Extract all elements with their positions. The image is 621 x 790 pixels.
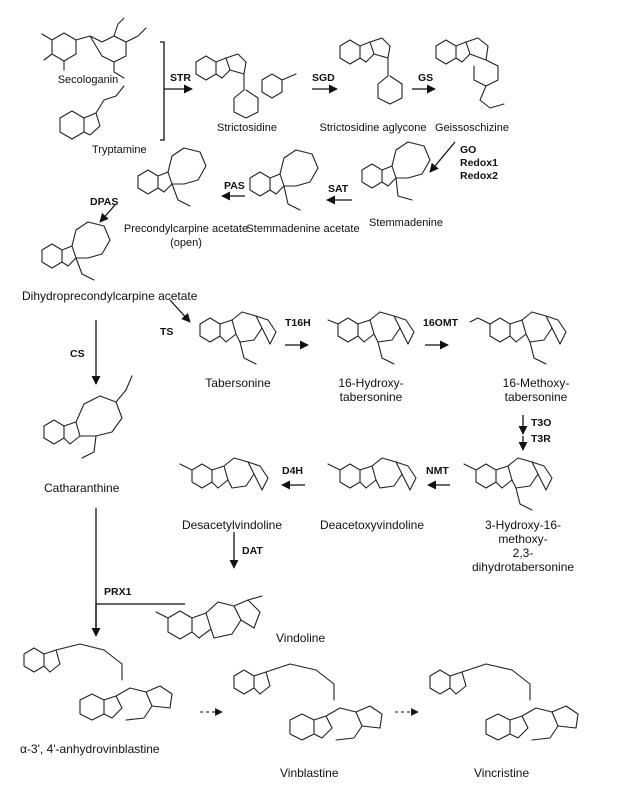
- str-bracket: [160, 41, 165, 141]
- label-16-methoxytabersonine: 16-Methoxy- tabersonine: [502, 376, 570, 404]
- label-deacetoxyvindoline: Deacetoxyvindoline: [319, 518, 425, 532]
- label-catharanthine: Catharanthine: [44, 481, 120, 495]
- structure-16-methoxytabersonine: [469, 311, 567, 365]
- enzyme-sat: SAT: [328, 183, 349, 195]
- label-dihydroprecondylcarpine-acetate: Dihydroprecondylcarpine acetate: [22, 289, 198, 303]
- structure-16-hydroxytabersonine: [327, 311, 415, 365]
- structure-vinblastine: [233, 663, 383, 741]
- structure-stemmadenine: [361, 141, 431, 201]
- structure-anhydrovinblastine: [23, 643, 173, 721]
- structure-vindoline: [155, 595, 263, 640]
- label-16-hydroxytabersonine: 16-Hydroxy- tabersonine: [338, 376, 404, 404]
- label-anhydrovinblastine: α-3', 4'-anhydrovinblastine: [20, 742, 160, 756]
- structure-secologanin: [41, 17, 147, 79]
- reaction-arrows: [91, 41, 528, 716]
- enzyme-nmt: NMT: [426, 465, 449, 477]
- enzyme-t16h: T16H: [285, 317, 311, 329]
- label-desacetylvindoline: Desacetylvindoline: [181, 518, 283, 532]
- enzyme-cs: CS: [70, 348, 85, 360]
- arrow-go-redox: [429, 141, 456, 173]
- structure-deacetoxyvindoline: [327, 457, 417, 491]
- label-stemmadenine-acetate: Stemmadenine acetate: [246, 223, 360, 235]
- structure-strictosidine-aglycone: [339, 37, 403, 105]
- enzyme-gs: GS: [418, 72, 434, 84]
- label-3-hydroxy-16-methoxy-2-3-dihydrotabersonine: 3-Hydroxy-16-methoxy- 2,3-dihydrotaberso…: [471, 518, 575, 574]
- label-precondylcarpine-acetate: Precondylcarpine acetate (open): [123, 223, 249, 249]
- label-strictosidine: Strictosidine: [217, 122, 277, 134]
- label-tabersonine: Tabersonine: [205, 376, 271, 390]
- enzyme-pas: PAS: [224, 180, 245, 192]
- structure-desacetylvindoline: [179, 457, 269, 491]
- label-strictosidine-aglycone: Strictosidine aglycone: [319, 122, 427, 134]
- structure-strictosidine: [195, 53, 297, 119]
- structure-dihydroprecondylcarpine-acetate: [41, 221, 111, 281]
- enzyme-t3r: T3R: [531, 433, 551, 445]
- structure-geissoschizine: [435, 37, 505, 109]
- structure-stemmadenine-acetate: [249, 149, 319, 211]
- arrow-dpas: [99, 204, 116, 223]
- enzyme-16omt: 16OMT: [423, 317, 459, 329]
- label-stemmadenine: Stemmadenine: [369, 217, 443, 229]
- label-geissoschizine: Geissoschizine: [435, 122, 509, 134]
- structure-vincristine: [429, 663, 579, 741]
- enzyme-prx1: PRX1: [104, 586, 132, 598]
- enzyme-ts: TS: [160, 326, 174, 338]
- enzyme-t3o: T3O: [531, 417, 552, 429]
- arrow-ts: [169, 299, 191, 323]
- structure-tryptamine: [59, 85, 125, 140]
- structure-3-hydroxy-16-methoxy-dihydrotabersonine: [463, 457, 553, 511]
- label-secologanin: Secologanin: [57, 74, 119, 86]
- label-vinblastine: Vinblastine: [280, 766, 339, 780]
- enzyme-str: STR: [170, 72, 191, 84]
- structure-precondylcarpine-acetate: [137, 147, 207, 207]
- label-tryptamine: Tryptamine: [92, 144, 147, 156]
- enzyme-go-redox1-redox2: GO Redox1 Redox2: [460, 144, 498, 182]
- enzyme-dat: DAT: [242, 545, 263, 557]
- enzyme-d4h: D4H: [282, 465, 304, 477]
- enzyme-dpas: DPAS: [90, 196, 119, 208]
- label-vincristine: Vincristine: [474, 766, 530, 780]
- structure-tabersonine: [199, 311, 277, 365]
- enzyme-sgd: SGD: [312, 72, 335, 84]
- structure-catharanthine: [43, 375, 133, 459]
- label-vindoline: Vindoline: [276, 631, 326, 645]
